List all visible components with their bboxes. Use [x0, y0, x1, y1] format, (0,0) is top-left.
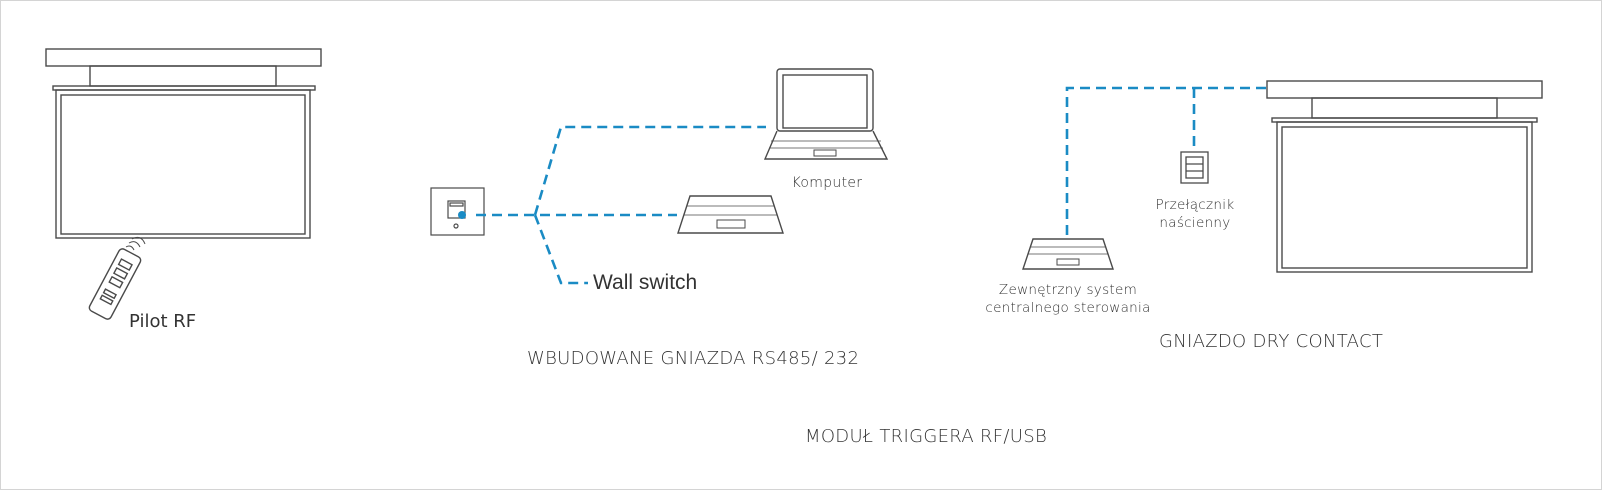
label-pilot-rf: Pilot RF	[129, 311, 197, 332]
label-wall-switch-pl-line1: Przełącznik	[1155, 197, 1235, 213]
label-wall-switch: Wall switch	[593, 271, 698, 294]
tv-left-icon	[45, 48, 322, 239]
control-system-keyboard-icon	[1022, 238, 1114, 270]
title-rs485: WBUDOWANE GNIAZDA RS485/ 232	[527, 348, 860, 369]
title-rf-usb-trigger: MODUŁ TRIGGERA RF/USB	[805, 426, 1048, 447]
rs485-port-dot	[458, 211, 466, 219]
wall-switch-icon	[1180, 151, 1209, 184]
tv-right-icon	[1266, 80, 1543, 273]
title-dry-contact: GNIAZDO DRY CONTACT	[1159, 331, 1384, 352]
rf-remote-icon	[88, 236, 146, 320]
wall-switch-panel-icon	[430, 187, 485, 236]
rs485-connections	[476, 125, 766, 285]
dry-contact-connections	[1065, 86, 1267, 235]
label-komputer: Komputer	[791, 175, 863, 191]
laptop-icon	[763, 68, 889, 160]
label-external-system-line1: Zewnętrzny system	[998, 282, 1138, 298]
laptop-keyboard-icon	[677, 195, 784, 234]
label-wall-switch-pl-line2: naścienny	[1159, 215, 1231, 231]
label-external-system-line2: centralnego sterowania	[985, 300, 1151, 316]
